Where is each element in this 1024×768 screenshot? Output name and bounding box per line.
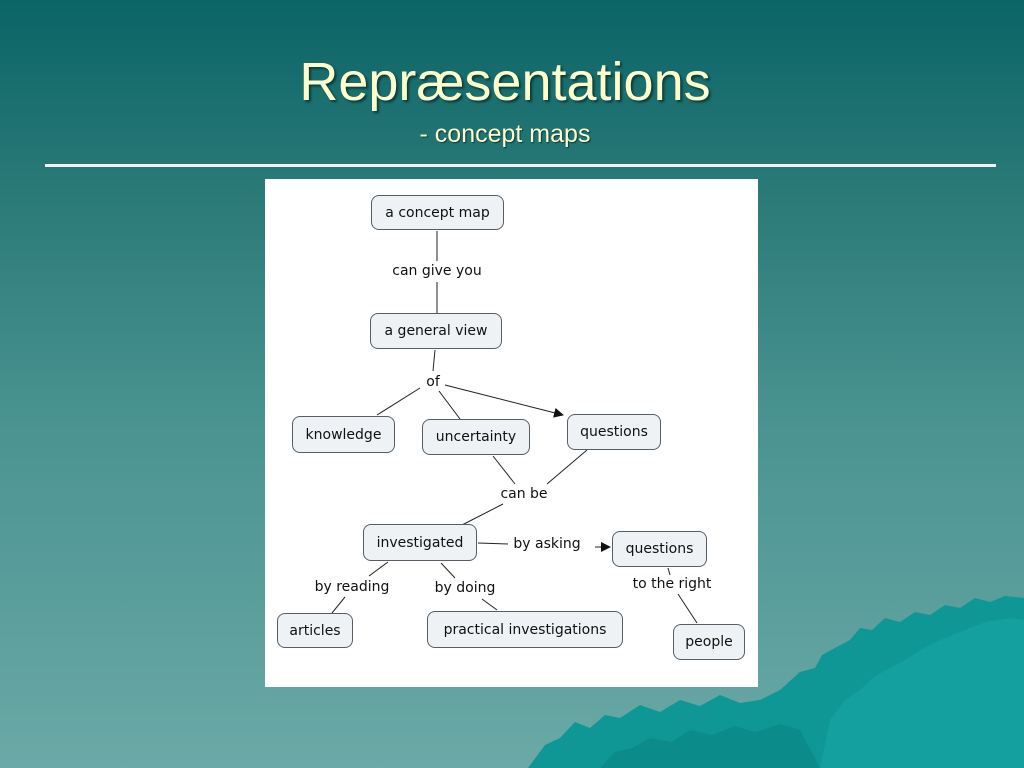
- node-questions-top: questions: [567, 414, 661, 450]
- link-to-the-right: to the right: [630, 576, 714, 592]
- slide-title: Repræsentations: [299, 52, 711, 112]
- link-by-asking: by asking: [511, 536, 583, 552]
- link-of: of: [424, 374, 442, 390]
- connector-of-to-knowledge: [376, 387, 421, 416]
- link-can-give-you: can give you: [390, 263, 484, 279]
- connector-by-reading-to-articles: [331, 596, 346, 614]
- connector-can-be-to-investigated: [461, 503, 504, 526]
- connector-questions-to-can-be: [546, 449, 588, 485]
- node-articles: articles: [277, 613, 353, 648]
- link-can-be: can be: [498, 486, 550, 502]
- connector-questions-to-to-the-right: [667, 567, 671, 576]
- node-practical-investigations: practical investigations: [427, 611, 623, 648]
- link-by-doing: by doing: [432, 580, 498, 596]
- slide-subtitle: - concept maps: [419, 120, 591, 148]
- connector-uncertainty-to-can-be: [492, 455, 516, 485]
- node-uncertainty: uncertainty: [422, 419, 530, 455]
- node-a-general-view: a general view: [370, 313, 502, 349]
- node-investigated: investigated: [363, 524, 477, 561]
- link-by-reading: by reading: [312, 579, 392, 595]
- concept-map-panel: a concept map a general view knowledge u…: [265, 179, 758, 687]
- node-people: people: [673, 624, 745, 660]
- connector-investigated-to-by-asking: [477, 542, 509, 545]
- connector-investigated-to-by-reading: [368, 561, 389, 577]
- node-a-concept-map: a concept map: [371, 195, 504, 230]
- connector-of-to-questions: [444, 384, 564, 418]
- connector-general-view-to-of: [432, 349, 436, 372]
- connector-by-doing-to-practical: [481, 598, 498, 611]
- concept-map-connectors: [331, 231, 698, 624]
- node-questions-right: questions: [612, 531, 707, 567]
- connector-investigated-to-by-doing: [440, 562, 456, 579]
- connector-to-the-right-to-people: [677, 593, 698, 624]
- node-knowledge: knowledge: [292, 416, 395, 453]
- connector-of-to-uncertainty: [438, 390, 461, 420]
- title-divider: [45, 164, 996, 167]
